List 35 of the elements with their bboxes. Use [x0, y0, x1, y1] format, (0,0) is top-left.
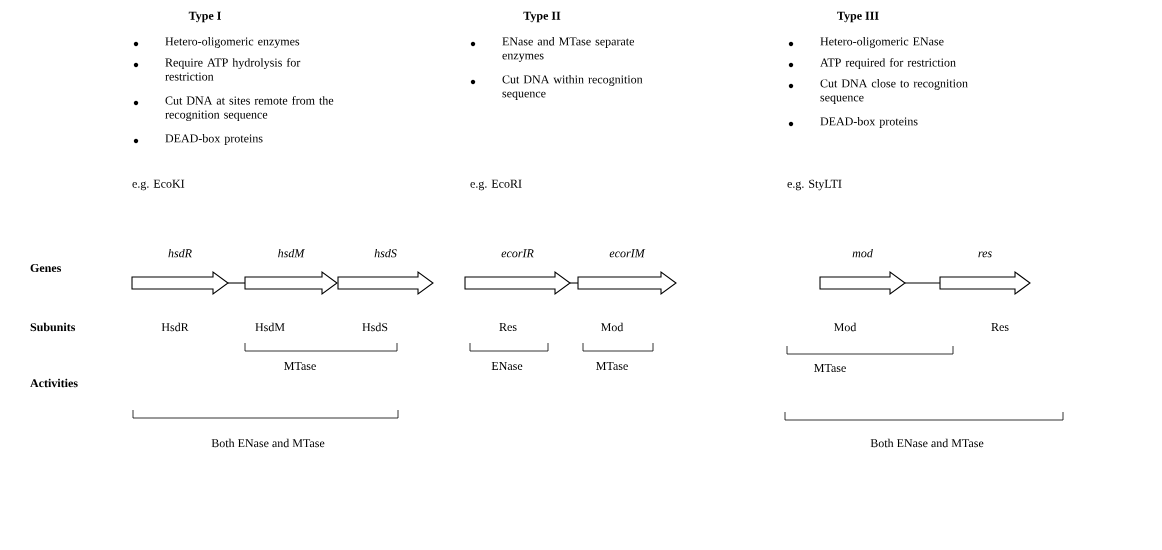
column-heading: Type III — [837, 11, 879, 23]
text-label: Res — [991, 323, 1009, 331]
text-label: Both ENase and MTase — [211, 438, 325, 448]
text-label: Both ENase and MTase — [870, 438, 984, 448]
row-label: Activities — [30, 378, 78, 388]
column-heading: Type I — [188, 11, 221, 23]
bullet-item: Cut DNA at sites remote from the recognition sequence — [133, 96, 334, 122]
text-label: Mod — [601, 322, 624, 332]
example-label: e.g. EcoKI — [132, 179, 185, 191]
bullet-item: DEAD-box proteins — [788, 117, 918, 128]
row-label: Subunits — [30, 322, 76, 332]
text-label: HsdR — [161, 322, 189, 332]
example-label: e.g. EcoRI — [470, 179, 522, 191]
text-label: MTase — [284, 362, 316, 370]
connector-line — [569, 282, 579, 284]
bullet-item: Cut DNA close to recognition sequence — [788, 79, 968, 104]
connector-line — [227, 282, 246, 284]
bullet-item: Hetero-oligomeric enzymes — [133, 37, 300, 48]
bullet-item: ATP required for restriction — [788, 58, 956, 69]
example-label: e.g. StyLTI — [787, 179, 842, 191]
text-label: ENase — [491, 362, 523, 370]
bullet-item: ENase and MTase separate enzymes — [470, 37, 635, 62]
bullet-item: Require ATP hydrolysis for restriction — [133, 58, 301, 81]
text-label: HsdS — [362, 322, 388, 332]
text-label: Res — [499, 323, 517, 331]
bullet-item: DEAD-box proteins — [133, 134, 263, 145]
text-label: MTase — [814, 364, 846, 372]
column-heading: Type II — [523, 11, 561, 23]
text-label: HsdM — [255, 322, 285, 332]
bullet-item: Hetero-oligomeric ENase — [788, 37, 944, 48]
bullet-item: Cut DNA within recognition sequence — [470, 75, 643, 100]
text-label: Mod — [834, 322, 857, 332]
connector-line — [904, 282, 941, 284]
row-label: Genes — [30, 263, 62, 273]
text-label: MTase — [596, 362, 628, 370]
